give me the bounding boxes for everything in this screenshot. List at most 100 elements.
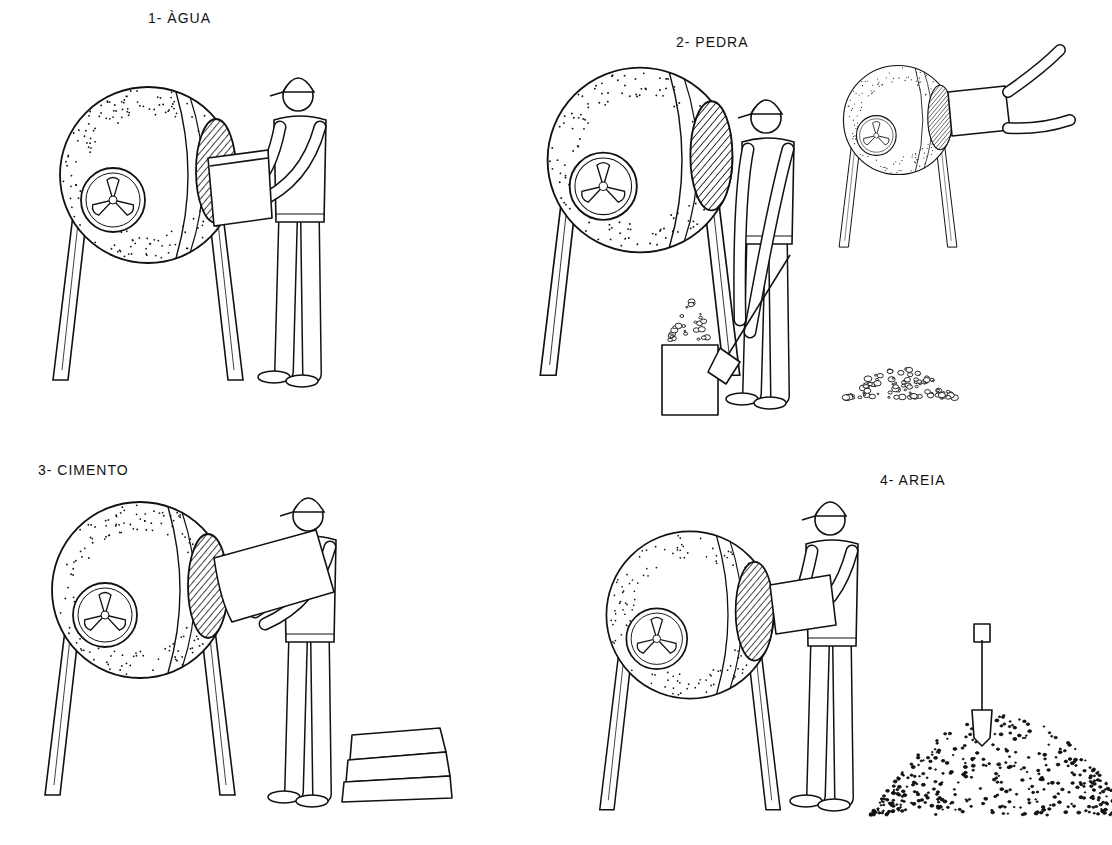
stipple-dot (114, 104, 116, 106)
grain (887, 369, 893, 373)
grain (963, 766, 967, 769)
grain (680, 315, 684, 318)
grain (1084, 792, 1086, 793)
stipple-dot (204, 115, 206, 117)
grain (668, 338, 673, 341)
stipple-dot (693, 226, 695, 228)
stipple-dot (619, 221, 621, 223)
grain (684, 330, 686, 332)
stipple-dot (710, 675, 712, 677)
grain (949, 772, 952, 774)
stipple-dot (84, 135, 86, 137)
grain (1014, 751, 1016, 753)
stipple-dot (649, 243, 651, 245)
stipple-dot (889, 72, 890, 73)
stipple-dot (171, 91, 173, 93)
worker (790, 502, 858, 811)
stipple-dot (931, 147, 932, 148)
stipple-dot (564, 164, 566, 166)
stipple-dot (629, 223, 631, 225)
grain (892, 785, 895, 787)
grain (1031, 785, 1034, 787)
stipple-dot (105, 117, 107, 119)
stipple-dot (190, 648, 192, 650)
stipple-dot (854, 103, 855, 104)
stipple-dot (911, 79, 912, 80)
grain (970, 805, 973, 807)
stipple-dot (565, 204, 567, 206)
stipple-dot (732, 564, 734, 566)
stipple-dot (650, 682, 652, 684)
grain (1071, 772, 1073, 774)
stipple-dot (664, 686, 666, 688)
grain (966, 800, 969, 802)
grain (1034, 812, 1038, 815)
stipple-dot (868, 95, 869, 96)
worker-shoe (258, 371, 290, 383)
stipple-dot (601, 82, 603, 84)
stipple-dot (191, 647, 193, 649)
stipple-dot (109, 101, 111, 103)
grain (953, 789, 955, 791)
stipple-dot (861, 81, 862, 82)
stipple-dot (123, 522, 125, 524)
stipple-dot (885, 170, 886, 171)
grain (1025, 735, 1027, 736)
stipple-dot (740, 655, 742, 657)
grain (1079, 774, 1082, 776)
stipple-dot (720, 670, 722, 672)
worker-leg-fill (294, 642, 298, 792)
stipple-dot (920, 81, 921, 82)
stipple-dot (852, 138, 853, 139)
grain (1018, 719, 1020, 721)
grain (1074, 748, 1076, 749)
grain (1038, 753, 1041, 755)
grain (918, 806, 921, 808)
grain (699, 316, 703, 319)
shovel-blade (708, 348, 740, 384)
stipple-dot (109, 668, 111, 670)
grain (1032, 791, 1035, 793)
stipple-dot (665, 237, 667, 239)
stipple-dot (912, 157, 913, 158)
stipple-dot (192, 652, 194, 654)
grain (880, 798, 883, 800)
stipple-dot (121, 506, 123, 508)
grain (1000, 788, 1004, 791)
stipple-dot (104, 538, 106, 540)
grain (909, 392, 911, 394)
stipple-dot (157, 96, 159, 98)
grain (1071, 782, 1074, 785)
stipple-dot (679, 682, 681, 684)
worker-leg-fill (320, 642, 322, 794)
stipple-dot (730, 665, 732, 667)
grain (1077, 811, 1081, 814)
grain (942, 772, 944, 774)
grain (1027, 756, 1030, 758)
drum-band (717, 536, 728, 694)
grain (668, 334, 674, 338)
stipple-dot (636, 96, 638, 98)
grain (1011, 724, 1013, 726)
stipple-dot (624, 85, 626, 87)
stipple-dot (933, 81, 934, 82)
stipple-dot (179, 514, 181, 516)
grain (926, 777, 928, 779)
stipple-dot (144, 513, 146, 515)
stipple-dot (202, 224, 204, 226)
grain (1088, 811, 1090, 813)
stipple-dot (73, 561, 75, 563)
worker-shoe (726, 393, 758, 405)
worker-shoe (286, 375, 318, 387)
grain (906, 786, 908, 787)
stipple-dot (677, 547, 679, 549)
grain (995, 777, 998, 779)
stipple-dot (560, 197, 562, 199)
grain (915, 385, 918, 387)
stipple-dot (153, 510, 155, 512)
stipple-dot (65, 161, 67, 163)
cement-bag (214, 530, 334, 622)
stipple-dot (643, 72, 645, 74)
stipple-dot (664, 549, 666, 551)
stipple-dot (620, 245, 622, 247)
